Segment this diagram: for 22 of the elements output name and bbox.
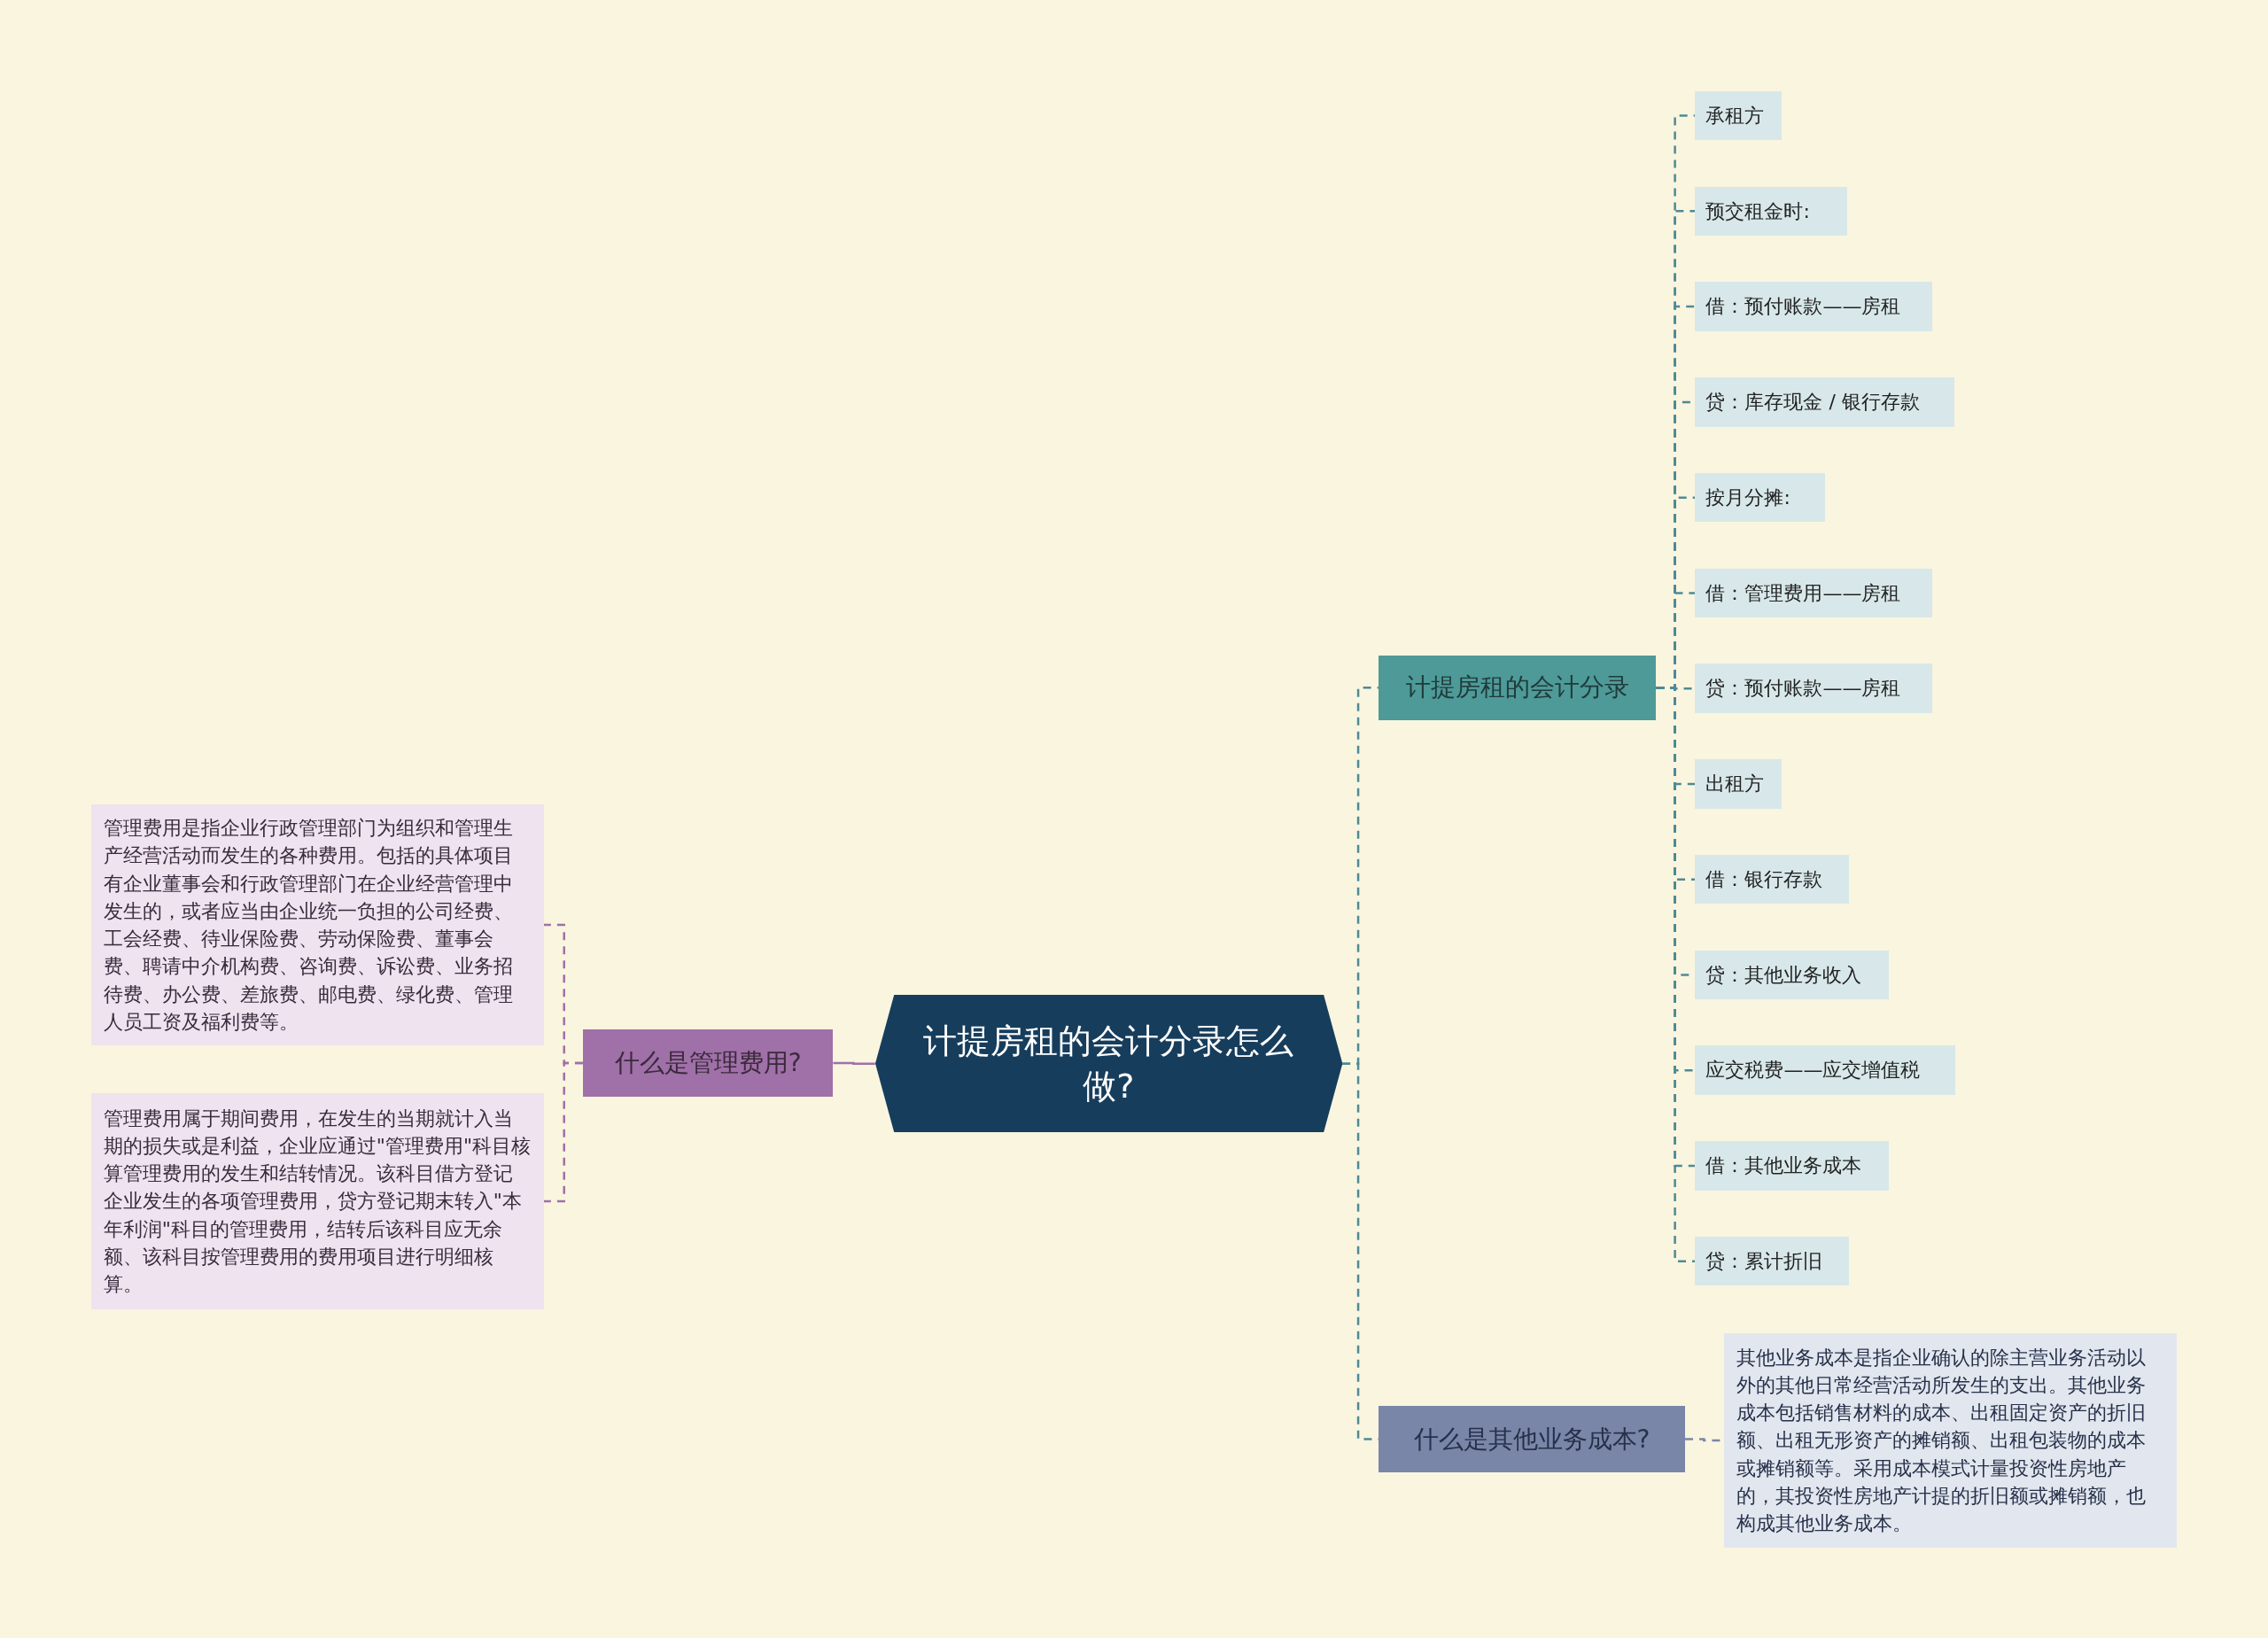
topic-box: 什么是管理费用?	[582, 1029, 834, 1097]
connector-line	[833, 1061, 875, 1066]
central-topic: 计提房租的会计分录怎么做?	[874, 995, 1343, 1133]
entry-box: 贷：预付账款——房租	[1695, 664, 1933, 713]
topic-box: 计提房租的会计分录	[1378, 655, 1657, 721]
topic-box: 什么是其他业务成本?	[1378, 1405, 1685, 1473]
entry-box: 借：其他业务成本	[1695, 1141, 1890, 1191]
text-box: 其他业务成本是指企业确认的除主营业务活动以外的其他日常经营活动所发生的支出。其他业务成本包括销售材料的成本、出租固定资产的折旧额、出租无形资产的摊销额、出租包装物的成本或摊销额等。采用成本模式计量投资性房地产的，其投资性房地产计提的折旧额或摊销额，也构成其他业务成本。	[1724, 1333, 2178, 1548]
entry-box: 出租方	[1695, 759, 1783, 809]
entry-box: 应交税费——应交增值税	[1695, 1045, 1956, 1095]
entry-box: 贷：累计折旧	[1695, 1236, 1849, 1286]
entry-box: 借：预付账款——房租	[1695, 282, 1933, 331]
entry-box: 贷：库存现金 / 银行存款	[1695, 377, 1954, 427]
text-box: 管理费用属于期间费用，在发生的当期就计入当期的损失或是利益，企业应通过"管理费用"科目核算管理费用的发生和结转情况。该科目借方登记企业发生的各项管理费用，贷方登记期末转入"本年利润"科目的管理费用，结转后该科目应无余额、该科目按管理费用的费用项目进行明细核算。	[90, 1093, 544, 1309]
entry-box: 按月分摊:	[1695, 472, 1826, 523]
text-box: 管理费用是指企业行政管理部门为组织和管理生产经营活动而发生的各种费用。包括的具体项目有企业董事会和行政管理部门在企业经营管理中发生的，或者应当由企业统一负担的公司经费、工会经费、待业保险费、劳动保险费、董事会费、聘请中介机构费、咨询费、诉讼费、业务招待费、办公费、差旅费、邮电费、绿化费、管理人员工资及福利费等。	[90, 803, 544, 1046]
entry-box: 借：银行存款	[1695, 854, 1849, 904]
entry-box: 贷：其他业务收入	[1695, 950, 1890, 1000]
connector-line	[543, 1061, 583, 1203]
entry-box: 预交租金时:	[1695, 186, 1847, 237]
entry-box: 承租方	[1695, 90, 1783, 141]
entry-box: 借：管理费用——房租	[1695, 568, 1933, 618]
